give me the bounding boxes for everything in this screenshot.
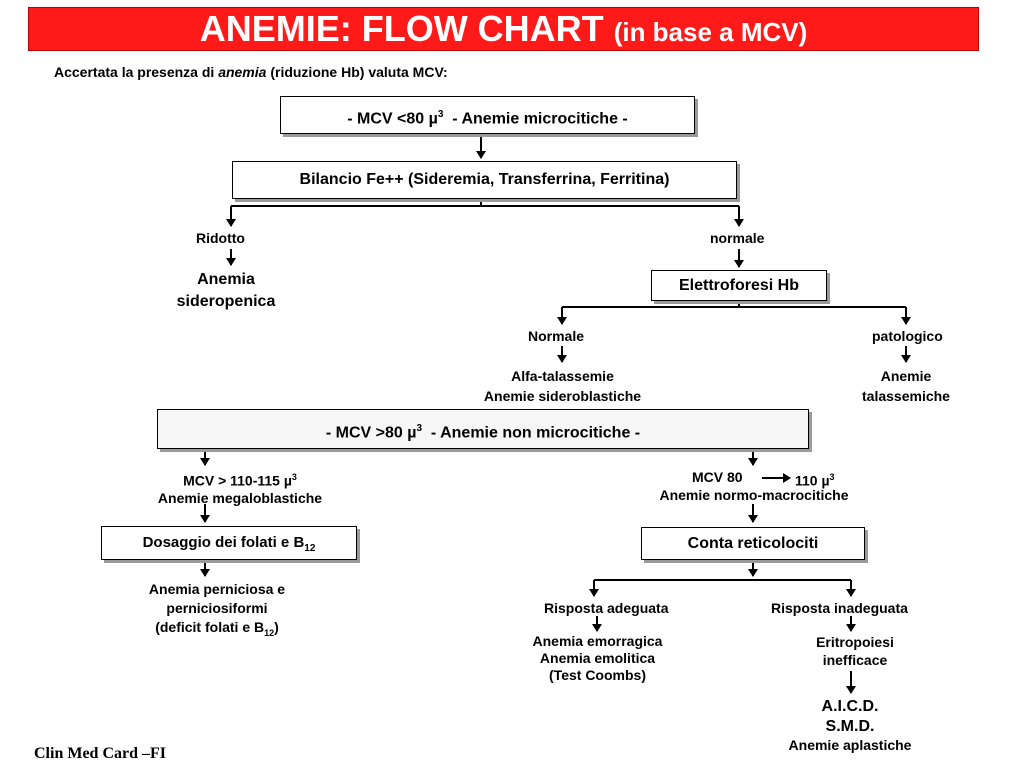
anemie-normo-macrocitiche: Anemie normo-macrocitiche (659, 487, 849, 503)
anemia-emorragica-emolitica: Anemia emorragica Anemia emolitica (Test… (532, 633, 663, 683)
box-elettroforesi: Elettroforesi Hb (651, 270, 827, 301)
mcv-110-label: 110 µ3 (795, 472, 835, 489)
box-bilancio-fe: Bilancio Fe++ (Sideremia, Transferrina, … (232, 161, 737, 199)
box-mcv-microcitiche: - MCV <80 µ3 - Anemie microcitiche - (280, 96, 695, 134)
risposta-inadeguata: Risposta inadeguata (771, 600, 908, 616)
label-ridotto: Ridotto (196, 230, 245, 246)
label-patologico: patologico (872, 328, 943, 344)
anemia-sideropenica: Anemia sideropenica (176, 271, 276, 310)
label-normale-elettroforesi: Normale (528, 328, 585, 344)
aicd-smd-aplastiche: A.I.C.D. S.M.D. Anemie aplastiche (788, 698, 912, 753)
mcv-megaloblastiche: MCV > 110-115 µ3 Anemie megaloblastiche (157, 472, 323, 506)
box-conta-reticolociti: Conta reticolociti (641, 527, 865, 560)
anemie-talassemiche: Anemie talassemiche (862, 368, 950, 404)
eritropoiesi-inefficace: Eritropoiesi inefficace (816, 634, 894, 668)
title-sub: (in base a MCV) (613, 17, 808, 47)
title-bar: ANEMIE: FLOW CHART (in base a MCV) (28, 7, 979, 51)
box-dosaggio-folati: Dosaggio dei folati e B12 (101, 526, 357, 560)
intro-text: Accertata la presenza di anemia (riduzio… (54, 64, 448, 80)
mcv-80-label: MCV 80 (692, 469, 743, 485)
risposta-adeguata: Risposta adeguata (544, 600, 669, 616)
anemia-perniciosa: Anemia perniciosa e perniciosiformi (def… (148, 581, 286, 638)
box-mcv-non-microcitiche: - MCV >80 µ3 - Anemie non microcitiche - (157, 409, 809, 449)
footer-credit: Clin Med Card –FI (34, 745, 166, 762)
label-normale-fe: normale (710, 230, 765, 246)
alfa-talassemie: Alfa-talassemie Anemie sideroblastiche (483, 368, 642, 404)
title-main: ANEMIE: FLOW CHART (199, 8, 604, 49)
